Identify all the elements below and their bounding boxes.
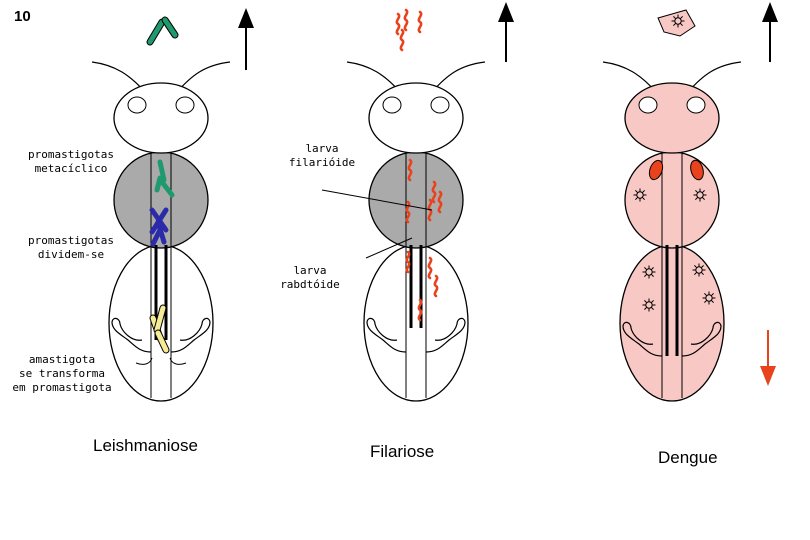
label-line: promastigotas <box>27 148 115 161</box>
eye-left <box>127 96 147 114</box>
malpighian-left <box>622 321 663 357</box>
label-line: metacíclico <box>34 162 108 175</box>
label-promastigotas-metaciclico: promastigotas metacíclico <box>16 148 126 176</box>
larvas-filarioides-top <box>395 8 423 52</box>
eye-right <box>430 96 450 114</box>
head <box>368 82 464 154</box>
eye-left <box>382 96 402 114</box>
salivary-gland-left <box>648 159 664 181</box>
label-line: larva <box>293 264 327 277</box>
label-line: dividem-se <box>37 248 105 261</box>
title-leishmaniose: Leishmaniose <box>93 436 198 455</box>
label-line: rabdtóide <box>280 278 340 291</box>
label-line: amastigota <box>28 353 96 366</box>
panel-dengue <box>602 2 778 402</box>
panel-leishmaniose <box>91 8 254 402</box>
title-dengue: Dengue <box>658 448 718 467</box>
pointer-filarioide <box>321 189 433 211</box>
abdomen <box>363 244 469 402</box>
amastigota-transformando <box>149 304 170 354</box>
figure-number: 10 <box>14 8 31 25</box>
label-line: larva <box>305 142 339 155</box>
abdomen <box>619 244 725 402</box>
pointer-rabdtoide <box>365 237 413 259</box>
salivary-gland-right <box>690 159 704 181</box>
label-amastigota: amastigota se transforma em promastigota <box>2 353 122 395</box>
malpighian-left <box>111 317 152 353</box>
hindgut-left <box>135 357 153 365</box>
thorax <box>624 151 720 249</box>
hindgut-right <box>169 357 187 365</box>
malpighian-right <box>681 321 722 357</box>
eye-left <box>638 96 658 114</box>
label-larva-rabdtoide: larva rabdtóide <box>270 264 350 292</box>
label-line: se transforma <box>18 367 106 380</box>
promastigotas-dividem-se <box>149 207 169 247</box>
malpighian-left <box>366 317 407 353</box>
promastigotas-metaciclico-thorax <box>154 159 175 198</box>
title-filariose: Filariose <box>370 442 435 461</box>
eye-right <box>175 96 195 114</box>
label-line: em promastigota <box>12 381 112 394</box>
blood-fragment <box>657 9 696 37</box>
malpighian-right <box>170 317 211 353</box>
head <box>624 82 720 154</box>
head <box>113 82 209 154</box>
label-larva-filarioide: larva filarióide <box>282 142 362 170</box>
label-promastigotas-dividem-se: promastigotas dividem-se <box>16 234 126 262</box>
label-line: filarióide <box>288 156 356 169</box>
label-line: promastigotas <box>27 234 115 247</box>
panel-filariose <box>321 2 514 402</box>
thorax <box>368 151 464 249</box>
eye-right <box>686 96 706 114</box>
malpighian-right <box>425 317 466 353</box>
promastigotas-metaciclico-top <box>146 16 179 46</box>
